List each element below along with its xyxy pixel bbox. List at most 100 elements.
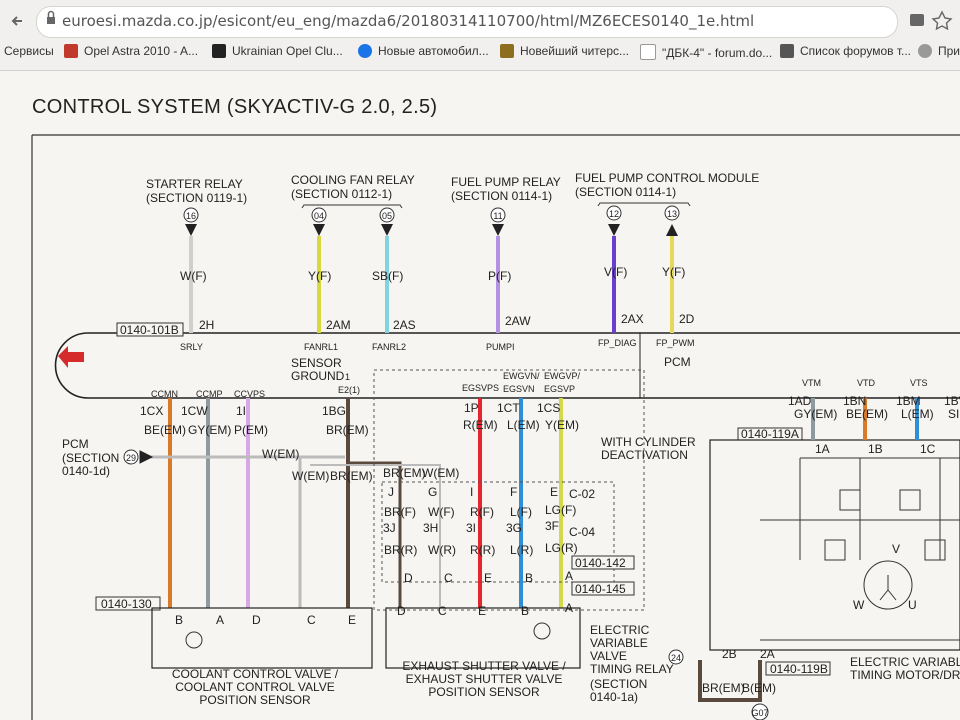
ground-label: G07 [751, 708, 769, 718]
pin-label: E [550, 485, 559, 499]
signal-label: CCMP [196, 389, 223, 399]
fuel-pump-module-section[interactable]: (SECTION 0114-1) [575, 185, 677, 199]
bookmark-new-cars[interactable]: Новые автомобил... [358, 44, 489, 58]
url-text: euroesi.mazda.co.jp/esicont/eu_eng/mazda… [62, 12, 755, 30]
wire-label: V(F) [604, 265, 628, 279]
wire-label: W(EM) [262, 447, 300, 461]
top-wires [189, 236, 674, 333]
left-wires [168, 398, 350, 608]
connector-boxes [95, 322, 831, 676]
signal-label: FANRL2 [372, 342, 407, 352]
pin-label: D [397, 604, 406, 618]
cross-wires [310, 461, 441, 608]
pin-label: 3I [466, 521, 477, 535]
pcm-ref-label: PCM [62, 437, 89, 451]
wire-label: L(R) [510, 543, 534, 557]
motor-phase-label: U [908, 598, 917, 612]
pin-label: B [521, 604, 530, 618]
connector-label: 0140-101B [120, 323, 179, 337]
pin-number: 16 [185, 211, 196, 221]
top-pin-markers [185, 224, 678, 236]
cooling-fan-relay-label: COOLING FAN RELAY [291, 173, 415, 187]
signal-label: CCMN [151, 389, 178, 399]
terminal-label: 1AD [788, 394, 812, 408]
component-boxes [151, 439, 960, 669]
signal-label: EWGVN/ EGSVN [503, 371, 540, 394]
terminal-label: 2AS [393, 318, 416, 332]
wire-label: Y(F) [662, 265, 686, 279]
pcm-ref-wire [150, 455, 345, 608]
chrome-icons [11, 10, 953, 31]
pin-label: F [510, 485, 518, 499]
pin-label: E [478, 604, 487, 618]
pin-label: D [404, 571, 413, 585]
bookmark-more[interactable]: При [918, 44, 960, 58]
back-icon[interactable] [11, 16, 22, 26]
bookmark-icon [358, 44, 372, 58]
star-icon[interactable] [931, 10, 953, 31]
evvt-relay-section[interactable]: (SECTION 0140-1a) [590, 677, 648, 704]
bookmark-forums[interactable]: Список форумов т... [780, 44, 911, 58]
bookmark-icon [640, 44, 656, 60]
wire-label: BR(EM) [330, 469, 373, 483]
motor-phase-label: V [892, 542, 901, 556]
pcm-ref-section[interactable]: (SECTION 0140-1d) [62, 451, 120, 478]
terminal-label: 1CX [140, 404, 164, 418]
wire-label: W(F) [428, 505, 455, 519]
pin-label: 1A [815, 442, 830, 456]
pin-label: C [444, 571, 453, 585]
cooling-fan-relay-section[interactable]: (SECTION 0112-1) [291, 187, 393, 201]
wire-label: L(EM) [507, 418, 540, 432]
left-arrow-icon [58, 346, 84, 368]
pin-label: B [525, 571, 534, 585]
pin-label: 3G [506, 521, 523, 535]
connector-label: C-04 [569, 525, 596, 539]
terminal-label: 1I [236, 404, 247, 418]
terminal-label: 1BN [843, 394, 867, 408]
pin-number: 04 [313, 211, 324, 221]
wire-label: SB(F) [372, 269, 404, 283]
pin-label: C [307, 613, 316, 627]
bookmark-icon [500, 44, 514, 58]
wire-label: R(EM) [463, 418, 498, 432]
signal-label: VTS [910, 378, 928, 388]
bookmark-services[interactable]: Сервисы [4, 44, 54, 58]
pin-label: J [388, 485, 394, 499]
pin-number: 24 [670, 653, 681, 663]
lock-icon[interactable] [47, 10, 55, 25]
signal-label: FANRL1 [304, 342, 339, 352]
fuel-pump-relay-label: FUEL PUMP RELAY [451, 175, 561, 189]
pin-label: A [565, 601, 574, 615]
sensor-ground-label: SENSOR GROUND [291, 356, 345, 383]
right-wires [698, 398, 919, 702]
terminal-label: 2AX [621, 312, 644, 326]
signal-label: EWGVP/ EGSVP [544, 371, 581, 394]
address-bar[interactable] [36, 6, 898, 38]
starter-relay-label: STARTER RELAY [146, 177, 243, 191]
wire-label: P(EM) [234, 423, 268, 437]
terminal-label: 1P [464, 401, 479, 415]
bookmark-dbk4[interactable]: "ДБК-4" - forum.do... [640, 44, 772, 60]
pin-label: 3F [545, 519, 560, 533]
pin-label: E [484, 571, 493, 585]
pin-number: 13 [666, 209, 677, 219]
wire-label: R(F) [470, 505, 494, 519]
bookmark-cheats[interactable]: Новейший читерс... [500, 44, 629, 58]
bookmark-ukrainian-opel[interactable]: Ukrainian Opel Clu... [212, 44, 343, 58]
motor-icon [185, 560, 913, 649]
terminal-label: 2B [722, 647, 737, 661]
fuel-pump-relay-section[interactable]: (SECTION 0114-1) [451, 189, 553, 203]
starter-relay-section[interactable]: (SECTION 0119-1) [146, 191, 248, 205]
translate-icon[interactable] [910, 14, 924, 26]
pin-number: 05 [381, 211, 392, 221]
fuel-pump-module-label: FUEL PUMP CONTROL MODULE [575, 171, 760, 185]
terminal-label: 1BV [944, 394, 960, 408]
connector-label: 0140-145 [575, 582, 626, 596]
wire-label: BR(EM) [702, 681, 745, 695]
bookmark-opel-astra[interactable]: Opel Astra 2010 - A... [64, 44, 198, 58]
pin-label: E [348, 613, 357, 627]
wire-label: BR(F) [384, 505, 416, 519]
pin-label: B [175, 613, 184, 627]
middle-wires [478, 398, 563, 608]
signal-label: FP_PWM [656, 338, 695, 348]
